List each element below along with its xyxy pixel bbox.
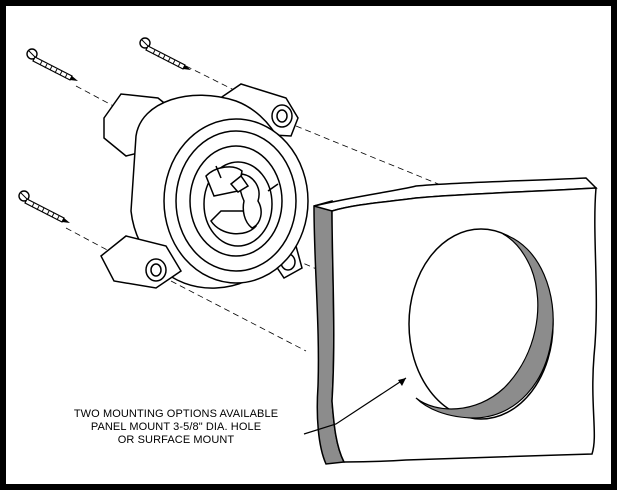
panel-icon [313,177,598,465]
mounting-caption: TWO MOUNTING OPTIONS AVAILABLE PANEL MOU… [46,408,306,447]
figure-canvas: TWO MOUNTING OPTIONS AVAILABLE PANEL MOU… [6,6,611,484]
screw-icon [26,48,79,82]
caption-line-1: TWO MOUNTING OPTIONS AVAILABLE [73,408,279,420]
caption-arrowhead [398,378,406,386]
caption-leader [303,377,407,435]
caption-line-2: PANEL MOUNT 3-5/8" DIA. HOLE [90,421,262,433]
mount-housing-icon [100,83,309,289]
screw-icon [18,190,71,224]
screw-icon [139,37,192,71]
mounting-diagram [18,37,598,465]
caption-line-3: OR SURFACE MOUNT [117,434,235,446]
